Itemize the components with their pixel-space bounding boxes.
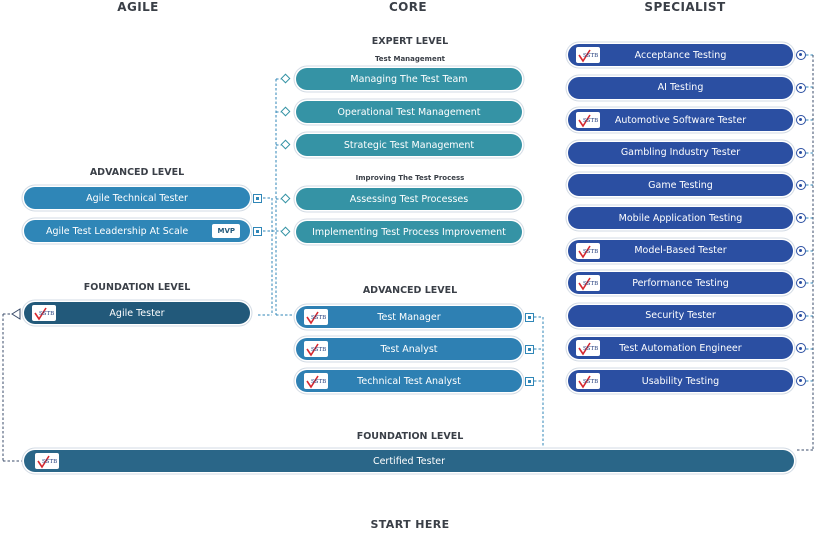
sstb-logo: SSTB bbox=[304, 341, 328, 357]
svg-text:SSTB: SSTB bbox=[42, 459, 57, 465]
course-test-analyst[interactable]: SSTB Test Analyst bbox=[296, 338, 522, 360]
course-label: Acceptance Testing bbox=[634, 49, 727, 61]
agile-foundation-level-title: FOUNDATION LEVEL bbox=[83, 282, 191, 293]
connector-circle bbox=[796, 343, 806, 354]
course-label: Model-Based Tester bbox=[634, 245, 727, 257]
course-model-based-tester[interactable]: SSTB Model-Based Tester bbox=[568, 239, 793, 262]
course-label: Test Automation Engineer bbox=[619, 342, 742, 354]
svg-text:SSTB: SSTB bbox=[583, 53, 598, 59]
course-label: Security Tester bbox=[645, 310, 716, 322]
course-agile-tester[interactable]: SSTB Agile Tester bbox=[24, 302, 250, 324]
sstb-logo: SSTB bbox=[304, 373, 328, 389]
core-expert-level-title: EXPERT LEVEL bbox=[371, 36, 449, 47]
sstb-logo: SSTB bbox=[576, 242, 600, 259]
svg-text:SSTB: SSTB bbox=[311, 379, 326, 385]
svg-text:SSTB: SSTB bbox=[583, 249, 598, 255]
sstb-logo: SSTB bbox=[576, 275, 600, 292]
connector-circle bbox=[796, 82, 806, 93]
connector-square bbox=[525, 345, 534, 354]
column-title-agile: AGILE bbox=[117, 0, 159, 14]
course-label: AI Testing bbox=[657, 82, 704, 94]
sstb-logo: SSTB bbox=[304, 309, 328, 325]
connector-square bbox=[253, 194, 262, 203]
course-security-tester[interactable]: Security Tester bbox=[568, 304, 793, 327]
connector-circle bbox=[796, 115, 806, 126]
course-mobile-application-testing[interactable]: Mobile Application Testing bbox=[568, 207, 793, 229]
course-usability-testing[interactable]: SSTB Usability Testing bbox=[568, 370, 793, 392]
course-label: Automotive Software Tester bbox=[614, 114, 747, 126]
connector-circle bbox=[796, 213, 806, 223]
course-automotive-software-tester[interactable]: SSTB Automotive Software Tester bbox=[568, 109, 793, 132]
sstb-logo: SSTB bbox=[35, 453, 59, 469]
course-label: Game Testing bbox=[648, 179, 713, 191]
course-label: Usability Testing bbox=[641, 375, 720, 387]
improving-test-process-subtitle: Improving The Test Process bbox=[355, 174, 465, 182]
connector-circle bbox=[796, 278, 806, 289]
sstb-logo: SSTB bbox=[576, 112, 600, 129]
svg-text:SSTB: SSTB bbox=[39, 311, 54, 317]
course-label: Performance Testing bbox=[632, 277, 729, 289]
connector-square bbox=[525, 313, 534, 322]
course-performance-testing[interactable]: SSTB Performance Testing bbox=[568, 272, 793, 295]
svg-text:SSTB: SSTB bbox=[583, 379, 598, 385]
test-management-subtitle: Test Management bbox=[374, 55, 446, 63]
start-here-label: START HERE bbox=[370, 518, 450, 531]
sstb-logo: SSTB bbox=[32, 305, 56, 321]
foundation-level-title: FOUNDATION LEVEL bbox=[356, 431, 464, 442]
svg-text:SSTB: SSTB bbox=[583, 346, 598, 352]
sstb-logo: SSTB bbox=[576, 373, 600, 389]
course-agile-technical-tester[interactable]: Agile Technical Tester bbox=[24, 187, 250, 209]
connector-circle bbox=[796, 310, 806, 321]
course-game-testing[interactable]: Game Testing bbox=[568, 174, 793, 197]
course-gambling-industry-tester[interactable]: Gambling Industry Tester bbox=[568, 141, 793, 164]
agile-advanced-level-title: ADVANCED LEVEL bbox=[89, 167, 185, 178]
course-managing-the-test-team[interactable]: Managing The Test Team bbox=[296, 68, 522, 90]
course-test-automation-engineer[interactable]: SSTB Test Automation Engineer bbox=[568, 337, 793, 360]
course-implementing-test-process-improvement[interactable]: Implementing Test Process Improvement bbox=[296, 221, 522, 243]
course-assessing-test-processes[interactable]: Assessing Test Processes bbox=[296, 188, 522, 210]
column-title-core: CORE bbox=[388, 0, 428, 14]
course-test-manager[interactable]: SSTB Test Manager bbox=[296, 306, 522, 328]
sstb-logo: SSTB bbox=[576, 47, 600, 63]
connector-circle bbox=[796, 245, 806, 256]
sstb-logo: SSTB bbox=[576, 340, 600, 357]
connector-circle bbox=[796, 50, 806, 60]
connector-circle bbox=[796, 147, 806, 158]
connector-square bbox=[253, 227, 262, 236]
svg-text:SSTB: SSTB bbox=[311, 315, 326, 321]
connector-circle bbox=[796, 180, 806, 191]
course-ai-testing[interactable]: AI Testing bbox=[568, 76, 793, 99]
course-agile-test-leadership-at-scale[interactable]: Agile Test Leadership At Scale MVP bbox=[24, 220, 250, 242]
course-label: Gambling Industry Tester bbox=[620, 147, 741, 159]
connector-square bbox=[525, 377, 534, 386]
svg-text:SSTB: SSTB bbox=[583, 118, 598, 124]
course-label: Mobile Application Testing bbox=[618, 212, 743, 224]
course-technical-test-analyst[interactable]: SSTB Technical Test Analyst bbox=[296, 370, 522, 392]
course-acceptance-testing[interactable]: SSTB Acceptance Testing bbox=[568, 44, 793, 66]
course-certified-tester[interactable]: SSTB Certified Tester bbox=[24, 450, 794, 472]
svg-text:SSTB: SSTB bbox=[311, 347, 326, 353]
svg-text:SSTB: SSTB bbox=[583, 281, 598, 287]
mvp-badge: MVP bbox=[212, 224, 240, 238]
course-operational-test-management[interactable]: Operational Test Management bbox=[296, 101, 522, 123]
connector-circle bbox=[796, 376, 806, 386]
column-title-specialist: SPECIALIST bbox=[644, 0, 726, 14]
core-advanced-level-title: ADVANCED LEVEL bbox=[362, 285, 458, 296]
course-strategic-test-management[interactable]: Strategic Test Management bbox=[296, 134, 522, 156]
